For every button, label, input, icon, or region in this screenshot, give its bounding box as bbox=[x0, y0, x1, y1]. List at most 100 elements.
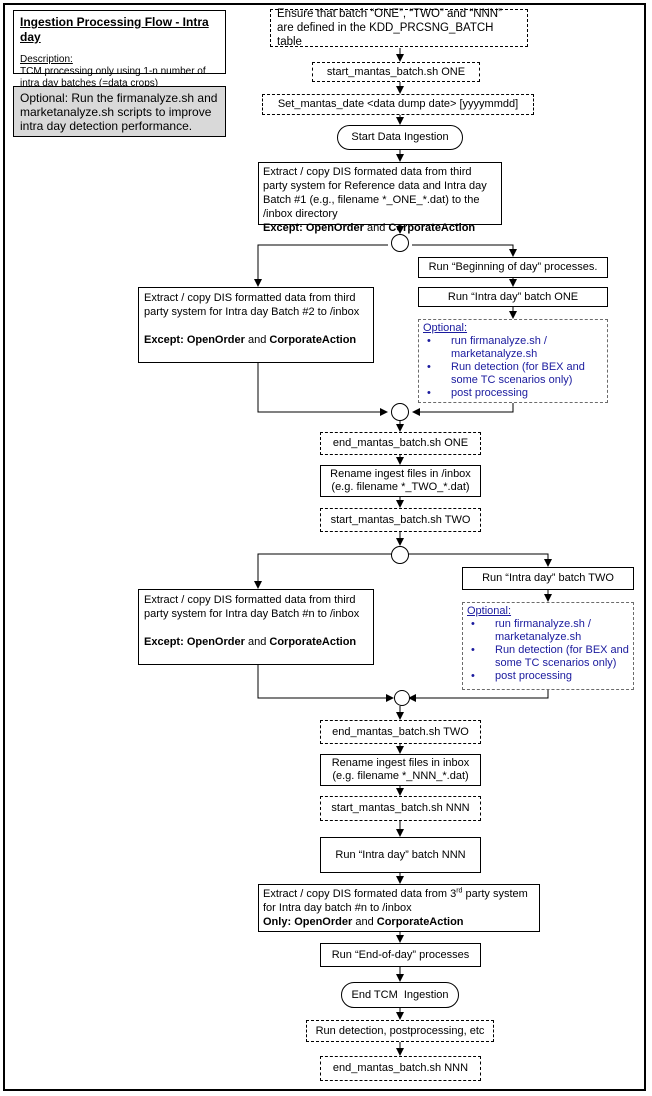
step-set-mantas-date: Set_mantas_date <data dump date> [yyyymm… bbox=[262, 94, 534, 115]
step-extract-batch-n-except-line: Except: OpenOrder and CorporateAction bbox=[144, 635, 368, 649]
optional-block-two-item-text: Run detection (for BEX and some TC scena… bbox=[495, 644, 629, 669]
step-intra-day-nnn-text: Run “Intra day” batch NNN bbox=[335, 848, 466, 861]
bullet-icon: • bbox=[471, 670, 475, 682]
arrow-junction-1-left bbox=[254, 244, 388, 287]
step-intra-day-one: Run “Intra day” batch ONE bbox=[418, 287, 608, 307]
arrow-junction-3-right bbox=[408, 553, 552, 567]
step-extract-reference-except-corp: CorporateAction bbox=[388, 222, 476, 234]
step-extract-reference-except-and: and bbox=[366, 222, 386, 234]
step-extract-batch-n-except-and: and bbox=[247, 636, 267, 648]
junction-merge-2 bbox=[394, 690, 410, 706]
step-intra-day-nnn: Run “Intra day” batch NNN bbox=[320, 837, 481, 873]
start-data-ingestion-text: Start Data Ingestion bbox=[351, 131, 449, 143]
step-extract-batch-n-except-open: OpenOrder bbox=[186, 636, 245, 648]
step-extract-final-only-and: and bbox=[355, 916, 374, 928]
step-rename-two: Rename ingest files in /inbox (e.g. file… bbox=[320, 465, 481, 497]
arrow-batch2-to-junction-2 bbox=[257, 363, 388, 416]
description-label: Description: bbox=[20, 54, 73, 65]
bullet-icon: • bbox=[427, 335, 431, 347]
step-end-batch-nnn-text: end_mantas_batch.sh NNN bbox=[332, 1062, 469, 1074]
arrow-junction-1-right bbox=[412, 244, 517, 257]
optional-block-one-item: • Run detection (for BEX and some TC scen… bbox=[423, 361, 603, 387]
step-extract-batch-n-except-label: Except: bbox=[144, 636, 184, 648]
optional-block-two: Optional: • run firmanalyze.sh / marketan… bbox=[462, 602, 634, 690]
step-run-detection: Run detection, postprocessing, etc bbox=[306, 1020, 494, 1042]
step-extract-batch-2-except-line: Except: OpenOrder and CorporateAction bbox=[144, 333, 368, 347]
bullet-icon: • bbox=[427, 361, 431, 373]
step-end-batch-two-text: end_mantas_batch.sh TWO bbox=[332, 725, 469, 738]
step-extract-batch-2-except-label: Except: bbox=[144, 334, 184, 346]
page-frame bbox=[3, 3, 646, 1091]
step-rename-nnn: Rename ingest files in inbox (e.g. filen… bbox=[320, 754, 481, 786]
optional-block-two-title: Optional: bbox=[467, 605, 512, 617]
optional-block-two-item: • Run detection (for BEX and some TC scen… bbox=[467, 644, 629, 670]
step-rename-two-text: Rename ingest files in /inbox (e.g. file… bbox=[330, 468, 471, 493]
step-start-batch-two: start_mantas_batch.sh TWO bbox=[320, 508, 481, 532]
step-extract-batch-2-text: Extract / copy DIS formatted data from t… bbox=[144, 292, 360, 318]
step-ensure-batches: Ensure that batch “ONE”, “TWO” and “NNN”… bbox=[270, 8, 528, 48]
arrow-optional-one-to-junction-2 bbox=[412, 403, 514, 416]
step-intra-day-two-text: Run “Intra day” batch TWO bbox=[482, 572, 614, 584]
optional-block-two-item: • post processing bbox=[467, 670, 629, 683]
step-start-batch-one: start_mantas_batch.sh ONE bbox=[312, 62, 480, 82]
step-start-batch-one-text: start_mantas_batch.sh ONE bbox=[326, 65, 466, 78]
optional-block-one-item-text: post processing bbox=[451, 387, 529, 399]
step-extract-final-only-label: Only: bbox=[263, 916, 292, 928]
bullet-icon: • bbox=[471, 644, 475, 656]
step-extract-final-suffix: party system for Intra day batch #n to /… bbox=[263, 888, 528, 914]
step-extract-batch-2-except-open: OpenOrder bbox=[186, 334, 245, 346]
step-end-batch-nnn: end_mantas_batch.sh NNN bbox=[320, 1056, 481, 1081]
step-start-batch-nnn: start_mantas_batch.sh NNN bbox=[320, 796, 481, 821]
step-end-of-day-text: Run “End-of-day” processes bbox=[331, 948, 470, 961]
step-run-detection-text: Run detection, postprocessing, etc bbox=[315, 1024, 485, 1037]
step-extract-batch-n-except-corp: CorporateAction bbox=[269, 636, 357, 648]
step-rename-nnn-text: Rename ingest files in inbox (e.g. filen… bbox=[331, 757, 470, 782]
diagram-title: Ingestion Processing Flow - Intra day bbox=[20, 15, 209, 44]
optional-block-two-item-text: run firmanalyze.sh / marketanalyze.sh bbox=[495, 618, 591, 643]
step-extract-final-sup: rd bbox=[456, 887, 463, 895]
step-intra-day-two: Run “Intra day” batch TWO bbox=[462, 567, 634, 590]
description-text: TCM processing only using 1-n number of … bbox=[20, 66, 206, 89]
step-extract-batch-2-except-and: and bbox=[247, 334, 267, 346]
step-end-of-day: Run “End-of-day” processes bbox=[320, 943, 481, 967]
step-end-batch-two: end_mantas_batch.sh TWO bbox=[320, 720, 481, 744]
step-extract-batch-2: Extract / copy DIS formatted data from t… bbox=[138, 287, 374, 363]
optional-block-two-item-text: post processing bbox=[495, 670, 573, 682]
arrow-optional-two-to-junction-4 bbox=[408, 690, 549, 702]
optional-note-text: Optional: Run the firmanalyze.sh and mar… bbox=[20, 91, 218, 133]
optional-block-one-item: • run firmanalyze.sh / marketanalyze.sh bbox=[423, 335, 603, 361]
junction-split-2 bbox=[391, 546, 409, 564]
step-intra-day-one-text: Run “Intra day” batch ONE bbox=[447, 290, 579, 303]
step-beginning-of-day: Run “Beginning of day” processes. bbox=[418, 257, 608, 278]
step-extract-batch-2-except-corp: CorporateAction bbox=[269, 334, 357, 346]
start-data-ingestion: Start Data Ingestion bbox=[337, 125, 463, 150]
step-extract-reference-text: Extract / copy DIS formated data from th… bbox=[263, 166, 487, 220]
step-extract-batch-n: Extract / copy DIS formatted data from t… bbox=[138, 589, 374, 665]
bullet-icon: • bbox=[427, 387, 431, 399]
step-extract-reference-except-label: Except: bbox=[263, 222, 303, 234]
step-extract-final-only-corp: CorporateAction bbox=[376, 916, 464, 928]
step-extract-batch-n-text: Extract / copy DIS formatted data from t… bbox=[144, 594, 360, 620]
end-tcm-ingestion-text: End TCM Ingestion bbox=[351, 988, 449, 1001]
junction-merge-1 bbox=[391, 403, 409, 421]
optional-block-two-item: • run firmanalyze.sh / marketanalyze.sh bbox=[467, 618, 629, 644]
arrow-batchn-to-junction-4 bbox=[257, 665, 394, 702]
step-start-batch-two-text: start_mantas_batch.sh TWO bbox=[330, 513, 471, 526]
arrow-junction-3-left bbox=[254, 553, 392, 589]
step-beginning-of-day-text: Run “Beginning of day” processes. bbox=[428, 261, 598, 273]
optional-block-one-title: Optional: bbox=[423, 322, 468, 334]
step-ensure-batches-text: Ensure that batch “ONE”, “TWO” and “NNN”… bbox=[277, 8, 502, 48]
step-set-mantas-date-text: Set_mantas_date <data dump date> [yyyymm… bbox=[277, 98, 519, 110]
bullet-icon: • bbox=[471, 618, 475, 630]
step-extract-final-prefix: Extract / copy DIS formated data from 3 bbox=[263, 888, 457, 900]
step-start-batch-nnn-text: start_mantas_batch.sh NNN bbox=[331, 802, 470, 814]
optional-block-one-item-text: Run detection (for BEX and some TC scena… bbox=[451, 361, 585, 386]
optional-block-one-item-text: run firmanalyze.sh / marketanalyze.sh bbox=[451, 335, 547, 360]
optional-block-one-item: • post processing bbox=[423, 387, 603, 400]
step-end-batch-one-text: end_mantas_batch.sh ONE bbox=[332, 437, 469, 449]
junction-split-1 bbox=[391, 234, 409, 252]
step-extract-reference-except-open: OpenOrder bbox=[305, 222, 364, 234]
step-extract-final: Extract / copy DIS formated data from 3r… bbox=[258, 884, 540, 932]
step-extract-final-only-open: OpenOrder bbox=[294, 916, 353, 928]
